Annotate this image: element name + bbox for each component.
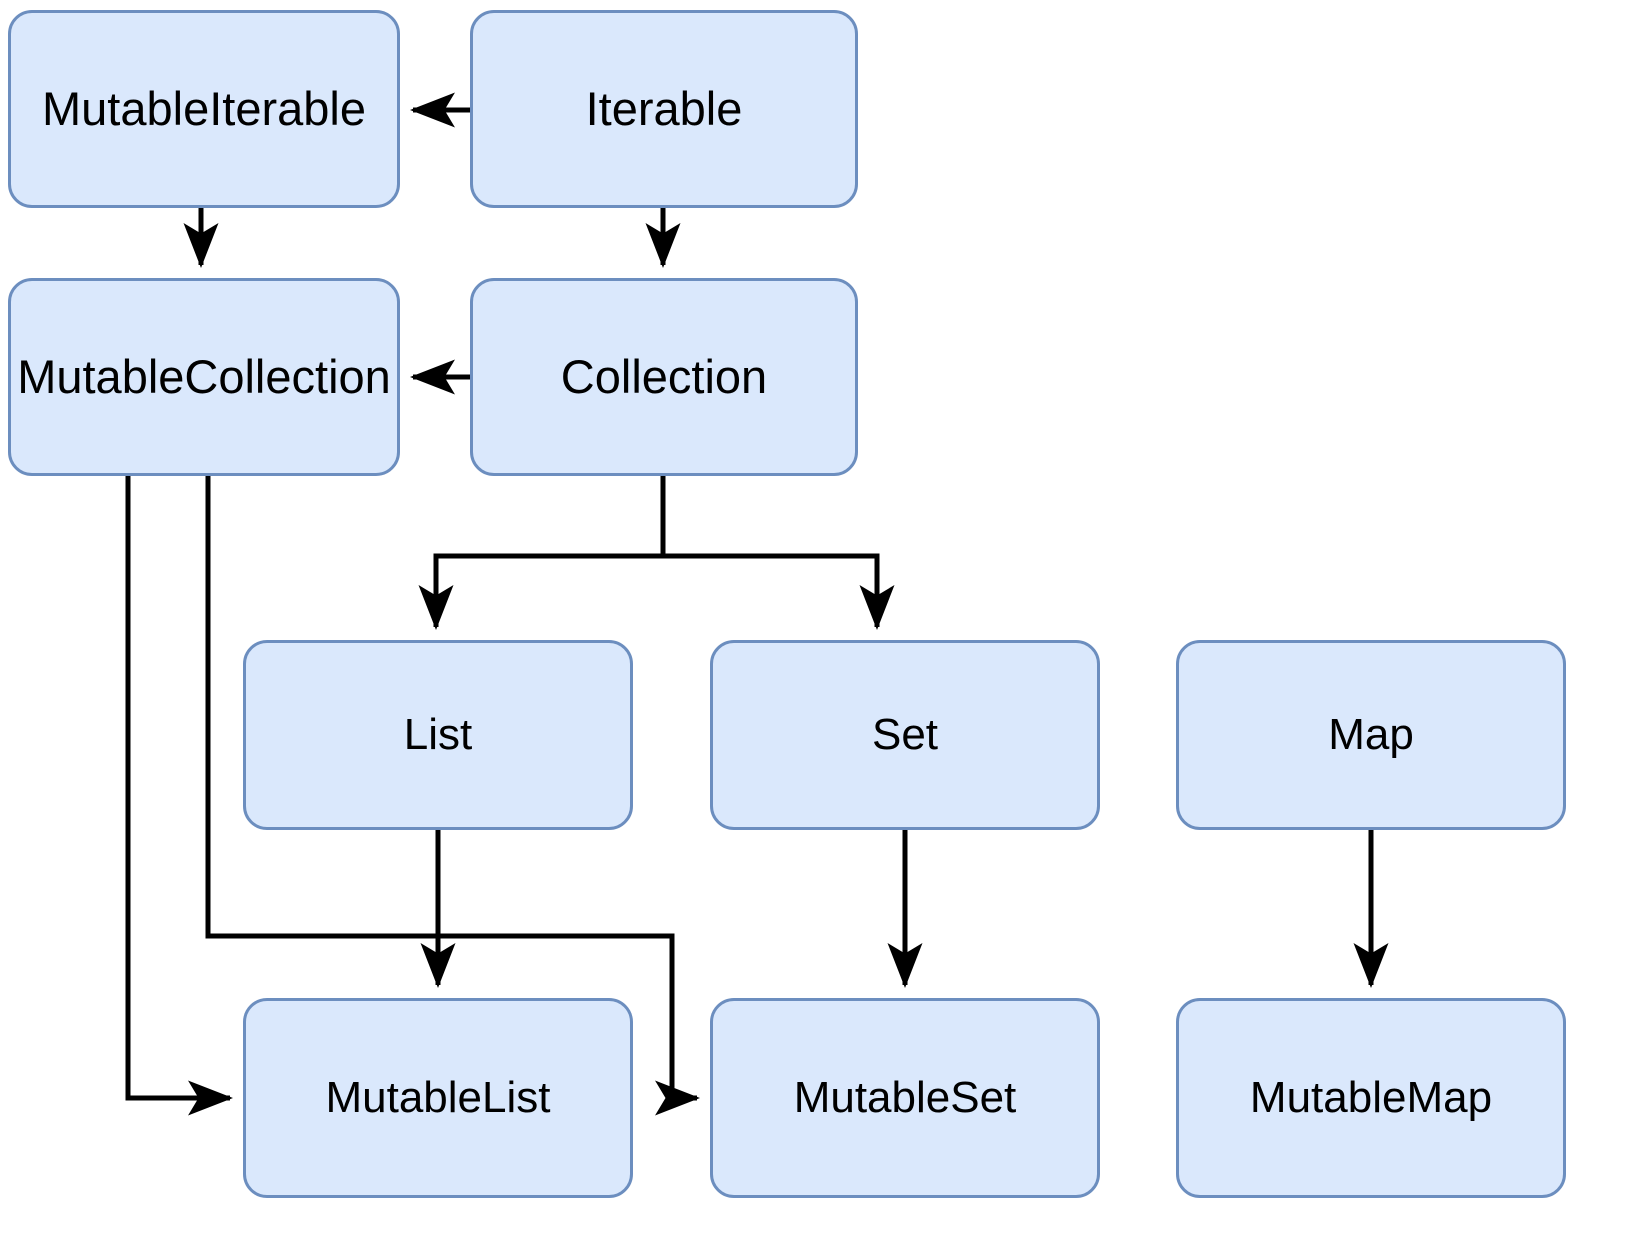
node-mutable-iterable[interactable]: MutableIterable <box>8 10 400 208</box>
node-map[interactable]: Map <box>1176 640 1566 830</box>
edge-mutablecollection-to-mutablelist <box>125 476 234 1116</box>
node-mutable-set[interactable]: MutableSet <box>710 998 1100 1198</box>
node-collection[interactable]: Collection <box>470 278 858 476</box>
node-label: Iterable <box>585 82 743 136</box>
node-mutable-collection[interactable]: MutableCollection <box>8 278 400 476</box>
node-mutable-map[interactable]: MutableMap <box>1176 998 1566 1198</box>
node-iterable[interactable]: Iterable <box>470 10 858 208</box>
node-mutable-list[interactable]: MutableList <box>243 998 633 1198</box>
edge-collection-to-set <box>660 476 895 631</box>
edge-collection-to-list <box>418 476 666 631</box>
node-set[interactable]: Set <box>710 640 1100 830</box>
node-label: MutableList <box>325 1072 551 1122</box>
node-label: MutableIterable <box>42 82 366 136</box>
node-label: Set <box>871 709 939 759</box>
node-label: MutableMap <box>1249 1072 1493 1122</box>
node-label: List <box>403 709 473 759</box>
node-label: Collection <box>560 350 768 404</box>
node-label: MutableCollection <box>17 350 391 404</box>
node-label: Map <box>1328 709 1414 759</box>
node-list[interactable]: List <box>243 640 633 830</box>
node-label: MutableSet <box>793 1072 1017 1122</box>
